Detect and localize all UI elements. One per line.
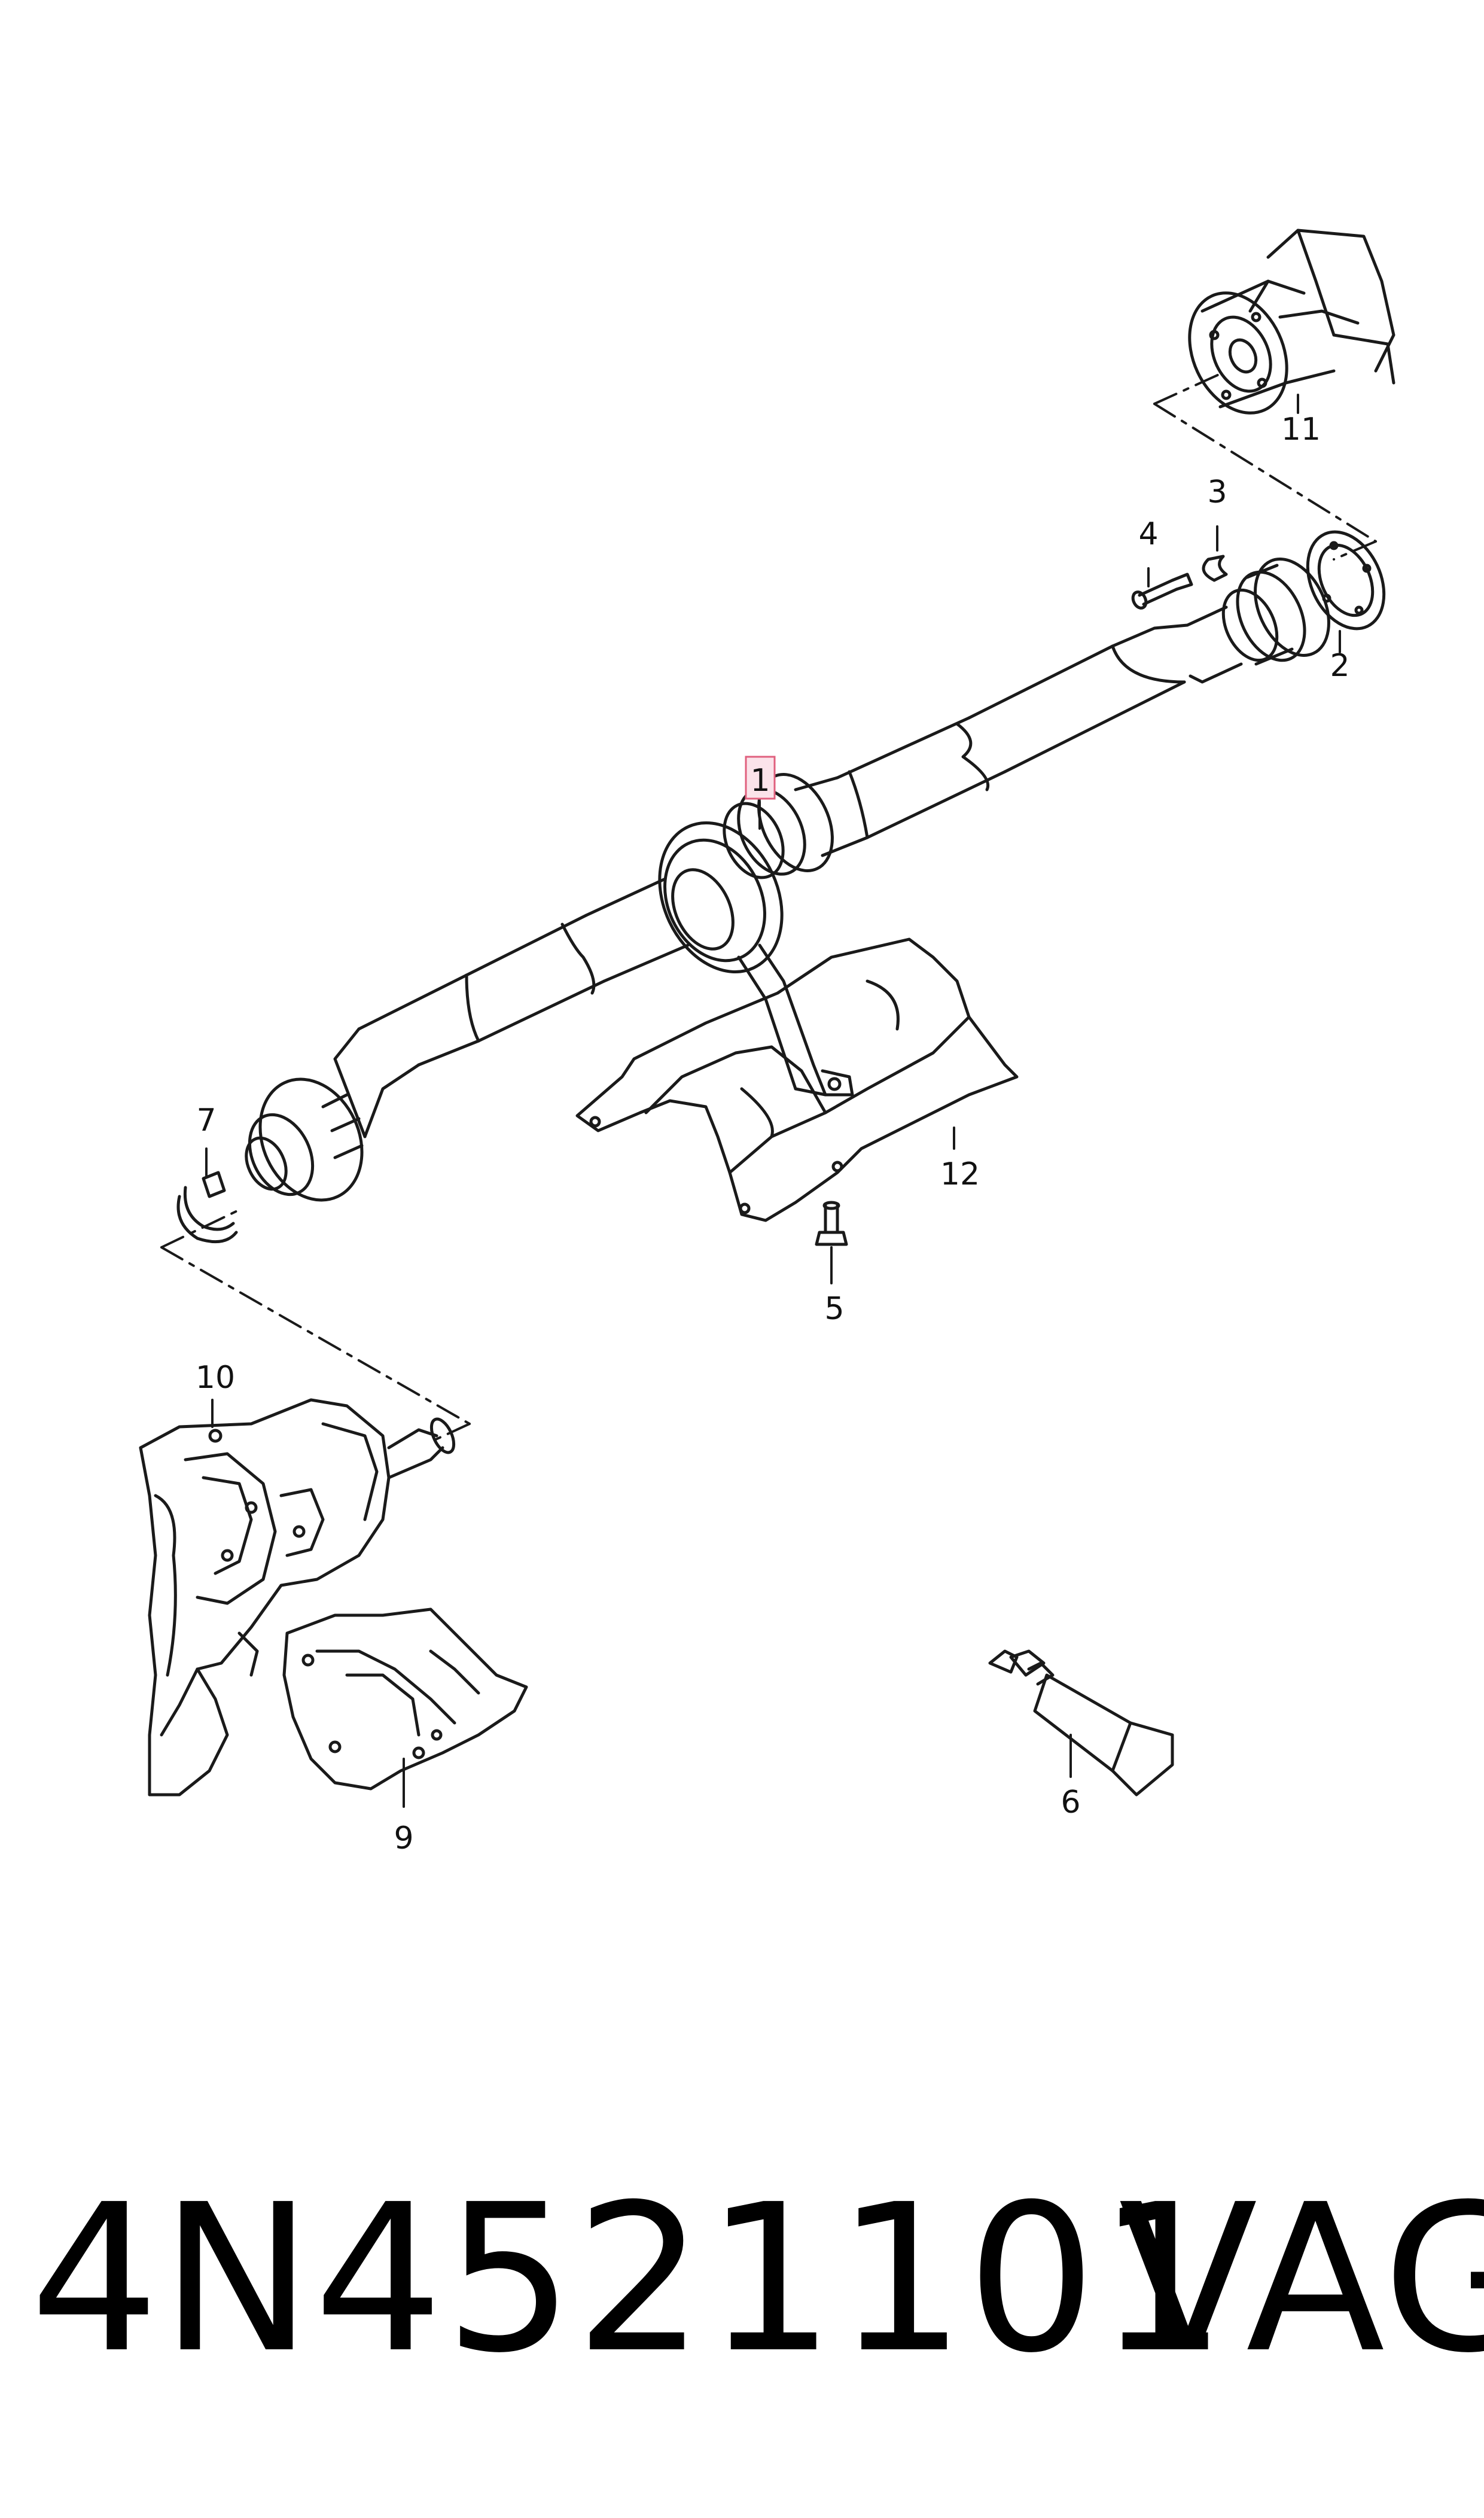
brand-label: VAG (1119, 2161, 1484, 2398)
leader-lines (205, 394, 1341, 1808)
rear-differential (1188, 229, 1395, 415)
callout-labels: 1 2 3 4 5 6 7 9 10 11 12 (196, 412, 1350, 1856)
hose-clamp (176, 1171, 238, 1244)
heat-shield-transmission (282, 1607, 528, 1791)
callout-4[interactable]: 4 (1138, 516, 1158, 552)
retaining-clip (1202, 555, 1228, 582)
flange-gasket (1306, 530, 1386, 631)
callout-3[interactable]: 3 (1207, 474, 1227, 510)
callout-1[interactable]: 1 (750, 763, 770, 799)
transmission-housing (139, 1398, 456, 1797)
callout-6[interactable]: 6 (1061, 1785, 1080, 1820)
callout-7[interactable]: 7 (196, 1103, 216, 1138)
heat-shield-center (575, 937, 1019, 1222)
callout-9[interactable]: 9 (394, 1820, 413, 1856)
callout-5[interactable]: 5 (824, 1291, 844, 1327)
callout-12[interactable]: 12 (940, 1156, 980, 1192)
hex-bolt (1131, 573, 1193, 610)
callout-10[interactable]: 10 (196, 1360, 235, 1396)
propeller-shaft (245, 558, 1330, 1202)
callout-2[interactable]: 2 (1330, 648, 1349, 684)
assembly-line-front (160, 1207, 471, 1443)
mounting-screw (815, 1201, 848, 1246)
callout-11[interactable]: 11 (1281, 412, 1321, 447)
grease-tube (988, 1649, 1174, 1797)
assembly-line-rear (1153, 373, 1377, 561)
part-number: 4N4521101 (30, 2161, 1228, 2398)
callout-1-highlight (745, 756, 776, 800)
